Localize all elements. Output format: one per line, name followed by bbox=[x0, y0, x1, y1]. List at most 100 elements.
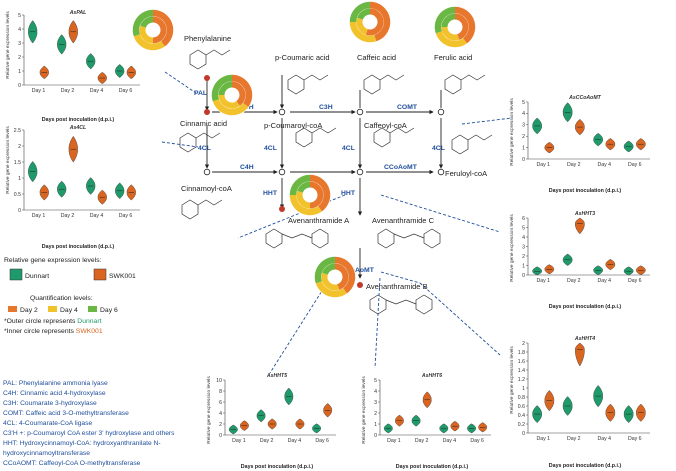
legend-outer-name: Dunnart bbox=[77, 318, 101, 325]
y-tick-label: 2 bbox=[522, 254, 525, 260]
y-tick-label: 4 bbox=[18, 27, 21, 33]
label-avenanthramide-a: Avenanthramide A bbox=[288, 216, 349, 225]
y-tick-label: 0 bbox=[374, 433, 377, 439]
pathway-arrows bbox=[204, 75, 444, 279]
label-avenanthramide-b: Avenanthramide B bbox=[366, 282, 428, 291]
donut-inner-slice-day4 bbox=[321, 272, 340, 291]
y-tick-label: 2.5 bbox=[14, 128, 21, 134]
donut-inner-slice-day4 bbox=[441, 26, 460, 41]
x-tick-label: Day 2 bbox=[61, 213, 75, 219]
legend-quant-title: Quantification levels: bbox=[30, 295, 93, 302]
enzyme-c4h-2: C4H bbox=[240, 164, 254, 171]
molecule-p-coumaric bbox=[287, 74, 305, 95]
node-pcoumaroyl bbox=[278, 108, 286, 116]
label-cinnamic-acid: Cinnamic acid bbox=[180, 119, 227, 128]
node-cinnamoyl bbox=[203, 168, 211, 176]
x-tick-label: Day 6 bbox=[628, 278, 642, 284]
y-axis-label: Relative gene expression levels bbox=[5, 126, 11, 194]
y-tick-label: 0 bbox=[522, 431, 525, 437]
abbr-pal: PAL: Phenylalanine ammonia lyase bbox=[3, 380, 108, 387]
y-tick-label: 0.5 bbox=[14, 192, 21, 198]
x-tick-label: Day 6 bbox=[119, 213, 133, 219]
y-axis-label: Relative gene expression levels bbox=[509, 214, 515, 282]
donut-avnA bbox=[289, 174, 331, 216]
compound-labels: Phenylalanine Cinnamic acid Cinnamoyl-co… bbox=[180, 34, 487, 291]
donut-inner-slice-day6 bbox=[357, 8, 371, 21]
x-tick-label: Day 4 bbox=[288, 438, 302, 444]
legend-swatch-dunnart bbox=[9, 268, 23, 281]
donut-inner-slice-day6 bbox=[441, 13, 456, 28]
label-caffeoyl-coa: Caffeoyl-coA bbox=[364, 121, 407, 130]
x-tick-label: Day 1 bbox=[387, 438, 401, 444]
y-axis-label: Relative gene expression levels bbox=[509, 346, 515, 414]
legend-inner-prefix: *Inner circle represents bbox=[4, 328, 74, 335]
molecule-avenanthramide-c bbox=[377, 228, 395, 249]
x-tick-label: Day 1 bbox=[536, 436, 550, 442]
donut-outer-slice-day6 bbox=[349, 1, 371, 23]
panel-title: As4CL bbox=[69, 125, 86, 131]
legend-expression-title: Relative gene expression levels: bbox=[4, 257, 102, 264]
donut-outer-slice-day2 bbox=[334, 256, 356, 294]
panel-title: AsCCoAoMT bbox=[568, 95, 602, 101]
y-tick-label: 0 bbox=[522, 273, 525, 279]
donut-inner-slice-day2 bbox=[365, 8, 384, 36]
y-tick-label: 4 bbox=[522, 235, 525, 241]
x-tick-label: Day 4 bbox=[597, 436, 611, 442]
x-tick-label: Day 2 bbox=[567, 162, 581, 168]
donut-outer-slice-day4 bbox=[289, 194, 322, 216]
molecule-cinnamic bbox=[179, 132, 197, 153]
donut-outer-slice-day4 bbox=[212, 98, 249, 116]
x-tick-label: Day 6 bbox=[628, 162, 642, 168]
donut-outer-slice-day2 bbox=[152, 9, 174, 47]
x-tick-label: Day 1 bbox=[32, 88, 46, 94]
legend-swatch-day4 bbox=[48, 306, 57, 312]
x-tick-label: Day 6 bbox=[628, 436, 642, 442]
donut-outer-slice-day4 bbox=[435, 31, 467, 48]
node-phenylalanine bbox=[204, 75, 210, 81]
donut-avnB bbox=[314, 256, 356, 298]
donut-inner-slice-day4 bbox=[356, 17, 368, 35]
donut-caffeic bbox=[349, 1, 391, 43]
x-tick-label: Day 6 bbox=[119, 88, 133, 94]
panel-title: AsHHT3 bbox=[574, 211, 595, 217]
y-tick-label: 2 bbox=[522, 341, 525, 347]
abbr-comt: COMT: Caffeic acid 3-O-methyltransferase bbox=[3, 410, 129, 417]
donut-outer-slice-day4 bbox=[315, 281, 347, 298]
x-tick-label: Day 4 bbox=[443, 438, 457, 444]
violin-swk001 bbox=[575, 217, 585, 235]
label-feruloyl-coa: Feruloyl-coA bbox=[445, 169, 487, 178]
donut-inner-slice-day2 bbox=[309, 181, 324, 209]
abbr-ccoaomt: CCoAOMT: Caffeoyl-CoA O-methyltransferas… bbox=[3, 460, 141, 467]
y-tick-label: 0.8 bbox=[518, 395, 525, 401]
y-axis-label: Relative gene expression levels bbox=[361, 376, 367, 444]
y-tick-label: 10 bbox=[216, 378, 222, 384]
enzyme-ccoaomt-1: CCoAoMT bbox=[384, 164, 418, 171]
y-tick-label: 0.6 bbox=[518, 404, 525, 410]
molecule-phenylalanine bbox=[189, 49, 207, 70]
enzyme-c3h: C3H bbox=[319, 104, 333, 111]
y-tick-label: 2 bbox=[18, 144, 21, 150]
x-axis-label: Days post inoculation (d.p.i.) bbox=[42, 244, 115, 250]
y-tick-label: 3 bbox=[18, 41, 21, 47]
x-axis-label: Days post inoculation (d.p.i.) bbox=[549, 463, 622, 469]
quantification-donuts bbox=[132, 1, 476, 298]
abbr-c4h: C4H: Cinnamic acid 4-hydroxylase bbox=[3, 390, 106, 397]
donut-cinnamic bbox=[211, 74, 253, 116]
legend: Relative gene expression levels: Dunnart… bbox=[4, 257, 136, 335]
legend-label-day6: Day 6 bbox=[100, 307, 118, 314]
label-cinnamoyl-coa: Cinnamoyl-coA bbox=[181, 184, 232, 193]
legend-swatch-swk001 bbox=[93, 268, 107, 281]
x-tick-label: Day 6 bbox=[315, 438, 329, 444]
donut-outer-slice-day6 bbox=[314, 256, 336, 284]
x-tick-label: Day 1 bbox=[536, 278, 550, 284]
panel-title: AsPAL bbox=[69, 10, 87, 16]
molecule-caffeoyl-coa bbox=[373, 127, 391, 148]
enzyme-4cl-1: 4CL bbox=[198, 145, 211, 152]
label-caffeic-acid: Caffeic acid bbox=[357, 53, 396, 62]
